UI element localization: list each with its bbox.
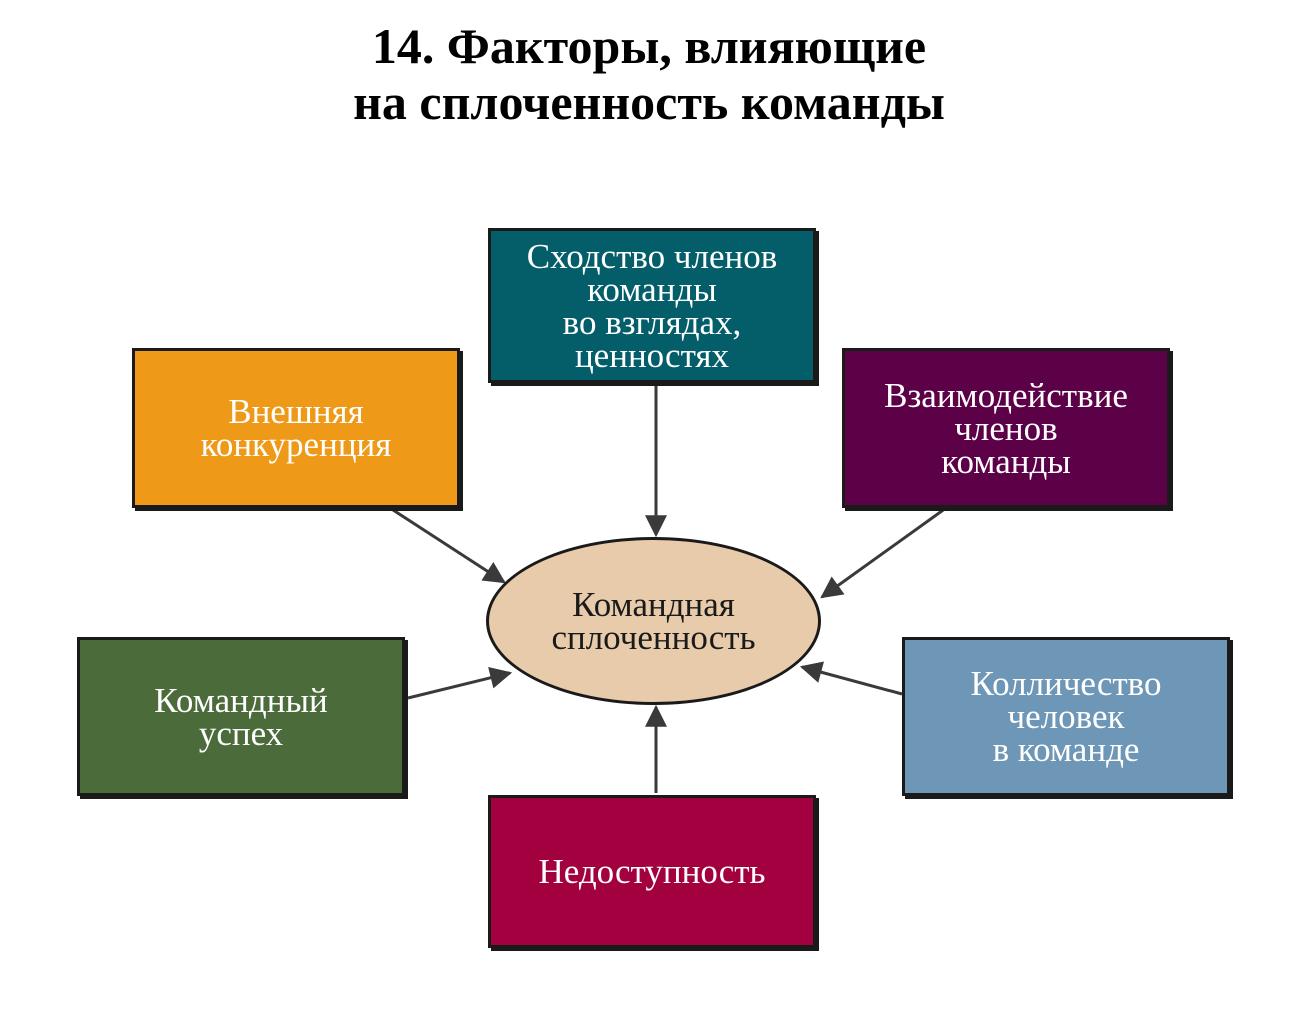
arrow-size [799, 661, 903, 696]
factor-inaccessibility-label: Недоступность [538, 852, 766, 891]
factor-success-label: Командный успех [154, 680, 328, 753]
factor-success-box: Командный успех [77, 637, 405, 796]
factor-size-box: Колличество человек в команде [902, 637, 1230, 796]
factor-competition-label: Внешняя конкуренция [200, 392, 392, 464]
arrow-interaction [820, 506, 947, 599]
factor-interaction-label: Взаимодействие членов команды [884, 375, 1128, 481]
arrow-success [407, 667, 513, 700]
factor-inaccessibility-box: Недоступность [488, 795, 816, 948]
arrow-competition [389, 506, 506, 584]
factor-interaction-box: Взаимодействие членов команды [842, 348, 1170, 508]
diagram-title: 14. Факторы, влияющие на сплоченность ко… [0, 18, 1298, 130]
title-line-1: 14. Факторы, влияющие [371, 18, 927, 74]
team-cohesion-ellipse: Командная сплоченность [486, 537, 821, 705]
factor-size-label: Колличество человек в команде [970, 664, 1162, 769]
factor-similarity-box: Сходство членов команды во взглядах, цен… [488, 228, 816, 383]
factor-competition-box: Внешняя конкуренция [132, 348, 460, 508]
team-cohesion-label: Командная сплоченность [551, 585, 756, 657]
factor-similarity-label: Сходство членов команды во взглядах, цен… [526, 236, 778, 375]
title-line-2: на сплоченность команды [353, 74, 945, 130]
